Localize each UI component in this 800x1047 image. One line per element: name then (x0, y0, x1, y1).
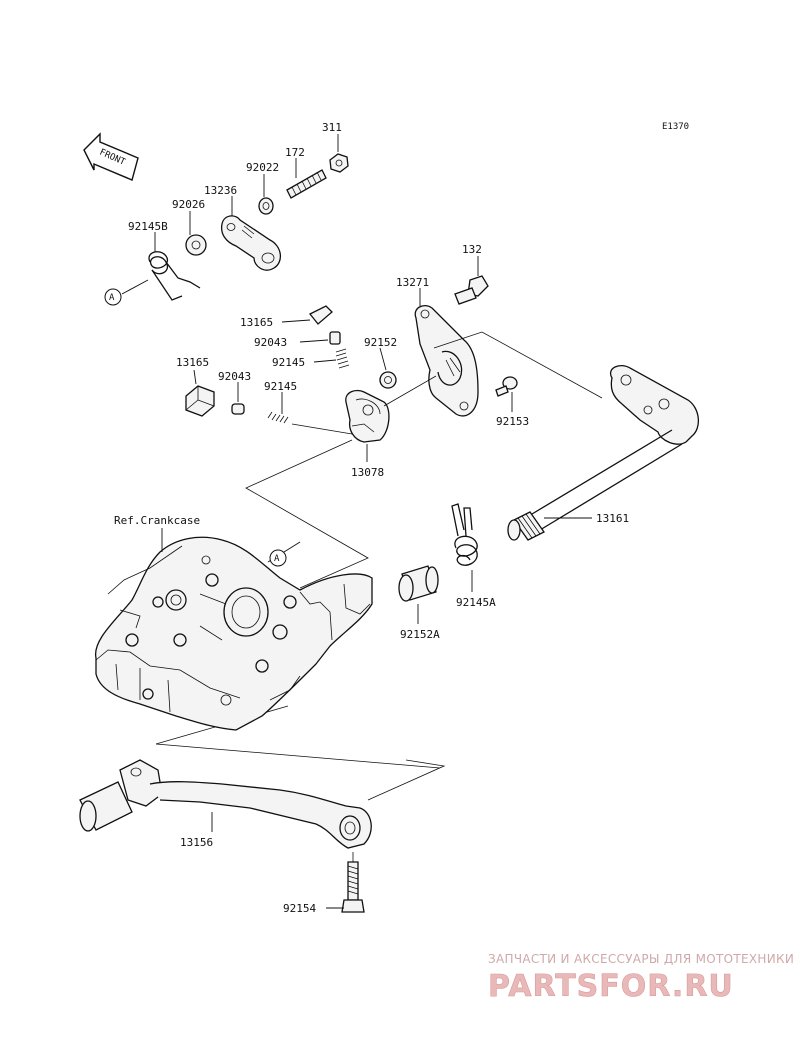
spring-92145-left (267, 392, 353, 435)
label-92145B: 92145B (128, 220, 168, 233)
label-13161: 13161 (596, 512, 629, 525)
pin-92043-top (299, 331, 341, 345)
pin-92043-left (231, 382, 245, 415)
label-13165-top: 13165 (240, 316, 273, 329)
label-13156: 13156 (180, 836, 213, 849)
guide-13165-left (185, 369, 215, 417)
spring-92145B (121, 232, 201, 301)
bolt-92154 (326, 852, 365, 913)
watermark-tagline: ЗАПЧАСТИ И АКСЕССУАРЫ ДЛЯ МОТОТЕХНИКИ (488, 952, 794, 966)
label-92145A: 92145A (456, 596, 496, 609)
label-13271: 13271 (396, 276, 429, 289)
diagram-code: E1370 (662, 122, 689, 132)
label-172: 172 (285, 146, 305, 159)
label-13236: 13236 (204, 184, 237, 197)
washer-92022 (258, 174, 274, 215)
shift-shaft-13161 (507, 364, 699, 541)
ref-crankcase-label: Ref.Crankcase (114, 514, 200, 527)
lever-13236 (220, 196, 281, 271)
nut-311 (329, 134, 349, 173)
plate-13271 (414, 288, 479, 417)
shift-pedal-13156 (79, 759, 372, 849)
washer-92152 (379, 347, 397, 389)
label-92043-left: 92043 (218, 370, 251, 383)
callout-a-circle-top (104, 288, 122, 306)
label-13078: 13078 (351, 466, 384, 479)
label-92153: 92153 (496, 415, 529, 428)
callout-a-top: A (109, 293, 115, 303)
label-92022: 92022 (246, 161, 279, 174)
crankcase (95, 528, 373, 731)
callout-a-bottom: A (274, 554, 280, 564)
spring-92145A (451, 503, 478, 592)
label-92145-left: 92145 (264, 380, 297, 393)
bolt-132 (454, 256, 489, 305)
spring-92145-top (313, 348, 350, 369)
label-92026: 92026 (172, 198, 205, 211)
pin-13165-top (281, 305, 333, 325)
label-311: 311 (322, 121, 342, 134)
watermark-logo: PARTSFOR.RU (488, 969, 734, 1004)
stud-172 (286, 158, 327, 199)
collar-92026 (185, 211, 207, 256)
front-arrow-icon: FRONT (83, 132, 139, 181)
label-92152: 92152 (364, 336, 397, 349)
label-132: 132 (462, 243, 482, 256)
collar-92152A (398, 565, 439, 624)
screw-92153 (495, 376, 518, 412)
label-92154: 92154 (283, 902, 316, 915)
shift-arm-13078 (345, 375, 437, 462)
label-92043-top: 92043 (254, 336, 287, 349)
label-13165-left: 13165 (176, 356, 209, 369)
callout-a-circle-bottom (269, 549, 287, 567)
label-92145-top: 92145 (272, 356, 305, 369)
label-92152A: 92152A (400, 628, 440, 641)
